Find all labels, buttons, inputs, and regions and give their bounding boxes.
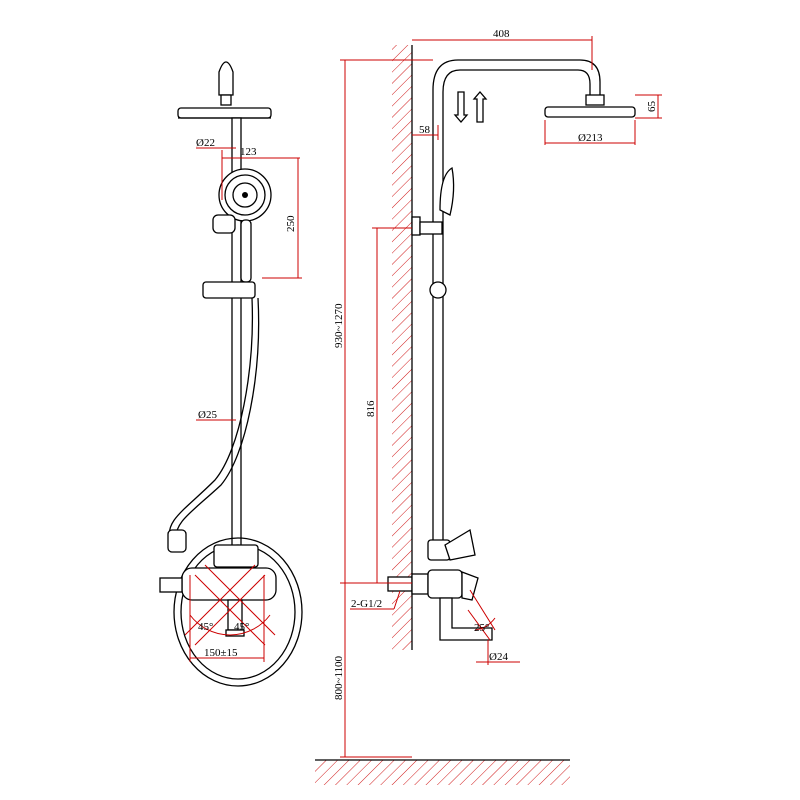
flow-down-arrow: [453, 91, 469, 123]
label-spout-diameter: Ø24: [489, 651, 508, 663]
hose-upper: [168, 297, 254, 541]
bracket-arm: [419, 221, 443, 235]
hose-connector: [167, 529, 187, 553]
label-height-range-upper: 930~1270: [333, 303, 345, 348]
wall-bracket: [411, 216, 421, 236]
label-slide-bar-length: 816: [365, 400, 377, 417]
label-head-diameter: Ø213: [578, 132, 603, 144]
label-angle-right: 45°: [234, 621, 249, 633]
label-hand-shower-width: 123: [240, 146, 257, 158]
head-connector: [220, 94, 232, 106]
flow-up-arrow: [472, 91, 488, 123]
left-view: [159, 61, 303, 687]
mixer-body-right: [427, 569, 463, 599]
thermostat-handle: [461, 571, 479, 601]
hand-shower-side: [439, 166, 455, 216]
right-view-dimensions: 408 65 Ø213 58 930~1270 816 2-G1/2 25° Ø…: [333, 28, 662, 758]
label-head-height: 65: [646, 101, 658, 113]
label-angle-left: 45°: [198, 621, 213, 633]
holder: [212, 214, 236, 234]
label-pipe-dia-main: Ø25: [198, 409, 217, 421]
rain-head-right: [544, 106, 636, 118]
shower-arm-inner: [442, 69, 591, 560]
inlet-left: [159, 577, 183, 593]
floor-hatch: [315, 760, 570, 785]
right-view: [315, 45, 636, 785]
hand-shower-handle: [240, 219, 252, 283]
rain-head-side: [177, 107, 272, 119]
left-view-dimensions: Ø22 123 250 Ø25 45° 45° 150±15: [184, 137, 302, 662]
mixer-body: [181, 567, 277, 601]
top-gooseneck: [218, 61, 234, 96]
label-wall-offset: 58: [419, 124, 431, 136]
label-arm-length: 408: [493, 28, 510, 40]
valve-top: [213, 544, 259, 568]
inlet-nut: [411, 573, 429, 595]
slider-bracket: [202, 281, 256, 299]
label-hand-shower-height: 250: [285, 215, 297, 232]
shower-arm-outer: [432, 59, 601, 560]
wall-hatch: [392, 45, 412, 650]
hose-loop: [173, 537, 303, 687]
label-inlet-thread: 2-G1/2: [351, 598, 382, 610]
label-inlet-spacing: 150±15: [204, 647, 238, 659]
label-height-range-lower: 800~1100: [333, 655, 345, 700]
head-connector-right: [585, 94, 605, 106]
inlet-pipe: [387, 576, 413, 592]
label-pipe-dia-top: Ø22: [196, 137, 215, 149]
diverter-handle: [444, 528, 476, 561]
label-spout-angle: 25°: [474, 622, 489, 634]
slider-knob: [429, 281, 447, 299]
